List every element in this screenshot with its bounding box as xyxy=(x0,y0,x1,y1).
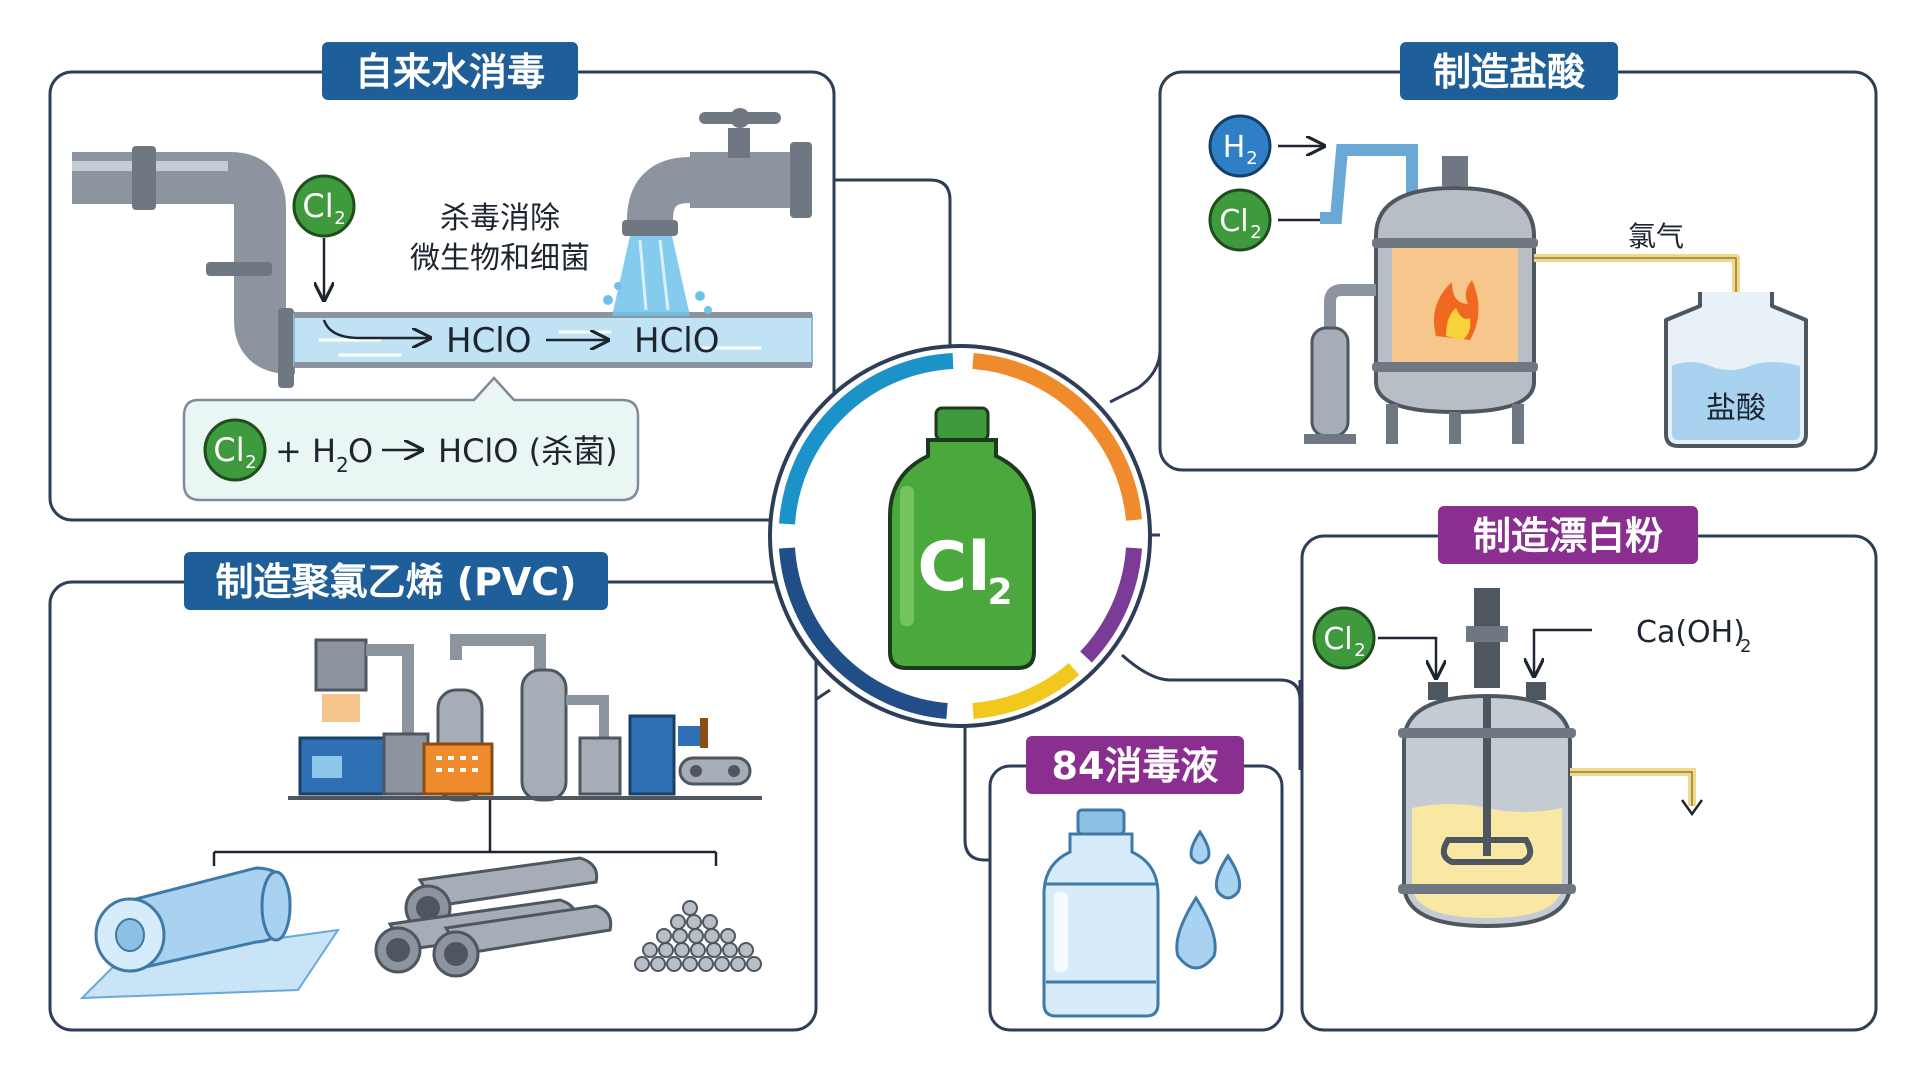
panel-hcl-title: 制造盐酸 xyxy=(1433,50,1586,94)
ring-seg-purple xyxy=(1080,547,1142,663)
water-hclo-1: HClO xyxy=(446,321,532,361)
disinfectant-bottle xyxy=(1042,808,1160,1018)
hcl-cl2-badge: Cl 2 xyxy=(1208,188,1272,252)
pvc-pellets xyxy=(634,900,762,972)
bleach-reagent: Ca(OH) xyxy=(1636,615,1745,650)
water-note-line1: 杀毒消除 xyxy=(440,201,560,236)
svg-text:Cl: Cl xyxy=(1219,204,1248,239)
panel-pvc-title: 制造聚氯乙烯 (PVC) xyxy=(215,560,576,604)
pvc-branch xyxy=(212,800,718,866)
svg-text:Cl: Cl xyxy=(302,187,333,225)
svg-text:2: 2 xyxy=(336,453,349,477)
water-note-line2: 微生物和细菌 xyxy=(410,241,590,276)
equation-bubble: Cl 2 + H 2 O HClO (杀菌) xyxy=(182,376,640,502)
equation-product: HClO (杀菌) xyxy=(438,432,618,470)
equation-plus-h: + H xyxy=(275,432,336,470)
hcl-reactor xyxy=(1304,156,1538,444)
panel-water: 自来水消毒 xyxy=(48,42,836,522)
svg-text:2: 2 xyxy=(245,452,256,473)
disinfectant-drops xyxy=(1175,829,1242,970)
center-formula-sub: 2 xyxy=(987,572,1012,613)
pvc-pipes xyxy=(374,856,613,978)
svg-text:2: 2 xyxy=(1250,222,1261,243)
panel-bleach-title: 制造漂白粉 xyxy=(1473,514,1663,558)
ring-seg-orange xyxy=(972,353,1142,521)
ring-seg-yellow xyxy=(972,662,1080,719)
hcl-h2-badge: H 2 xyxy=(1208,114,1272,178)
bleach-reactor xyxy=(1398,588,1704,929)
panel-water-title: 自来水消毒 xyxy=(355,50,545,94)
svg-text:Cl: Cl xyxy=(213,431,244,469)
bleach-cl2-badge: Cl 2 xyxy=(1312,606,1376,670)
panel-pvc: 制造聚氯乙烯 (PVC) xyxy=(48,552,818,1032)
panel-hcl: 制造盐酸 H 2 Cl 2 xyxy=(1158,42,1878,472)
center-formula: Cl xyxy=(917,528,990,607)
water-hclo-2: HClO xyxy=(634,321,720,361)
water-cl2-badge: Cl 2 xyxy=(292,174,356,238)
hcl-tank-label: 盐酸 xyxy=(1706,391,1766,426)
svg-text:2: 2 xyxy=(1246,148,1257,169)
svg-text:2: 2 xyxy=(1354,640,1365,661)
svg-text:2: 2 xyxy=(334,208,345,229)
svg-text:2: 2 xyxy=(1740,636,1751,657)
svg-text:O: O xyxy=(348,432,373,470)
water-pipe xyxy=(72,146,813,388)
pvc-factory xyxy=(288,634,762,802)
hcl-gas-label: 氯气 xyxy=(1628,220,1684,253)
svg-text:H: H xyxy=(1223,130,1246,165)
ring-seg-navy xyxy=(779,547,948,719)
panel-bleach: 制造漂白粉 Cl 2 Ca(OH) 2 xyxy=(1300,506,1878,1032)
faucet xyxy=(603,108,812,316)
ring-seg-blue xyxy=(779,353,954,525)
hcl-acid-tank: 盐酸 xyxy=(1663,292,1808,448)
center-emblem: Cl 2 xyxy=(768,344,1152,728)
svg-text:Cl: Cl xyxy=(1323,622,1352,657)
panel-disinfectant: 84消毒液 xyxy=(988,736,1284,1032)
pvc-film-roll xyxy=(79,866,341,1000)
panel-disinfectant-title: 84消毒液 xyxy=(1052,744,1219,788)
